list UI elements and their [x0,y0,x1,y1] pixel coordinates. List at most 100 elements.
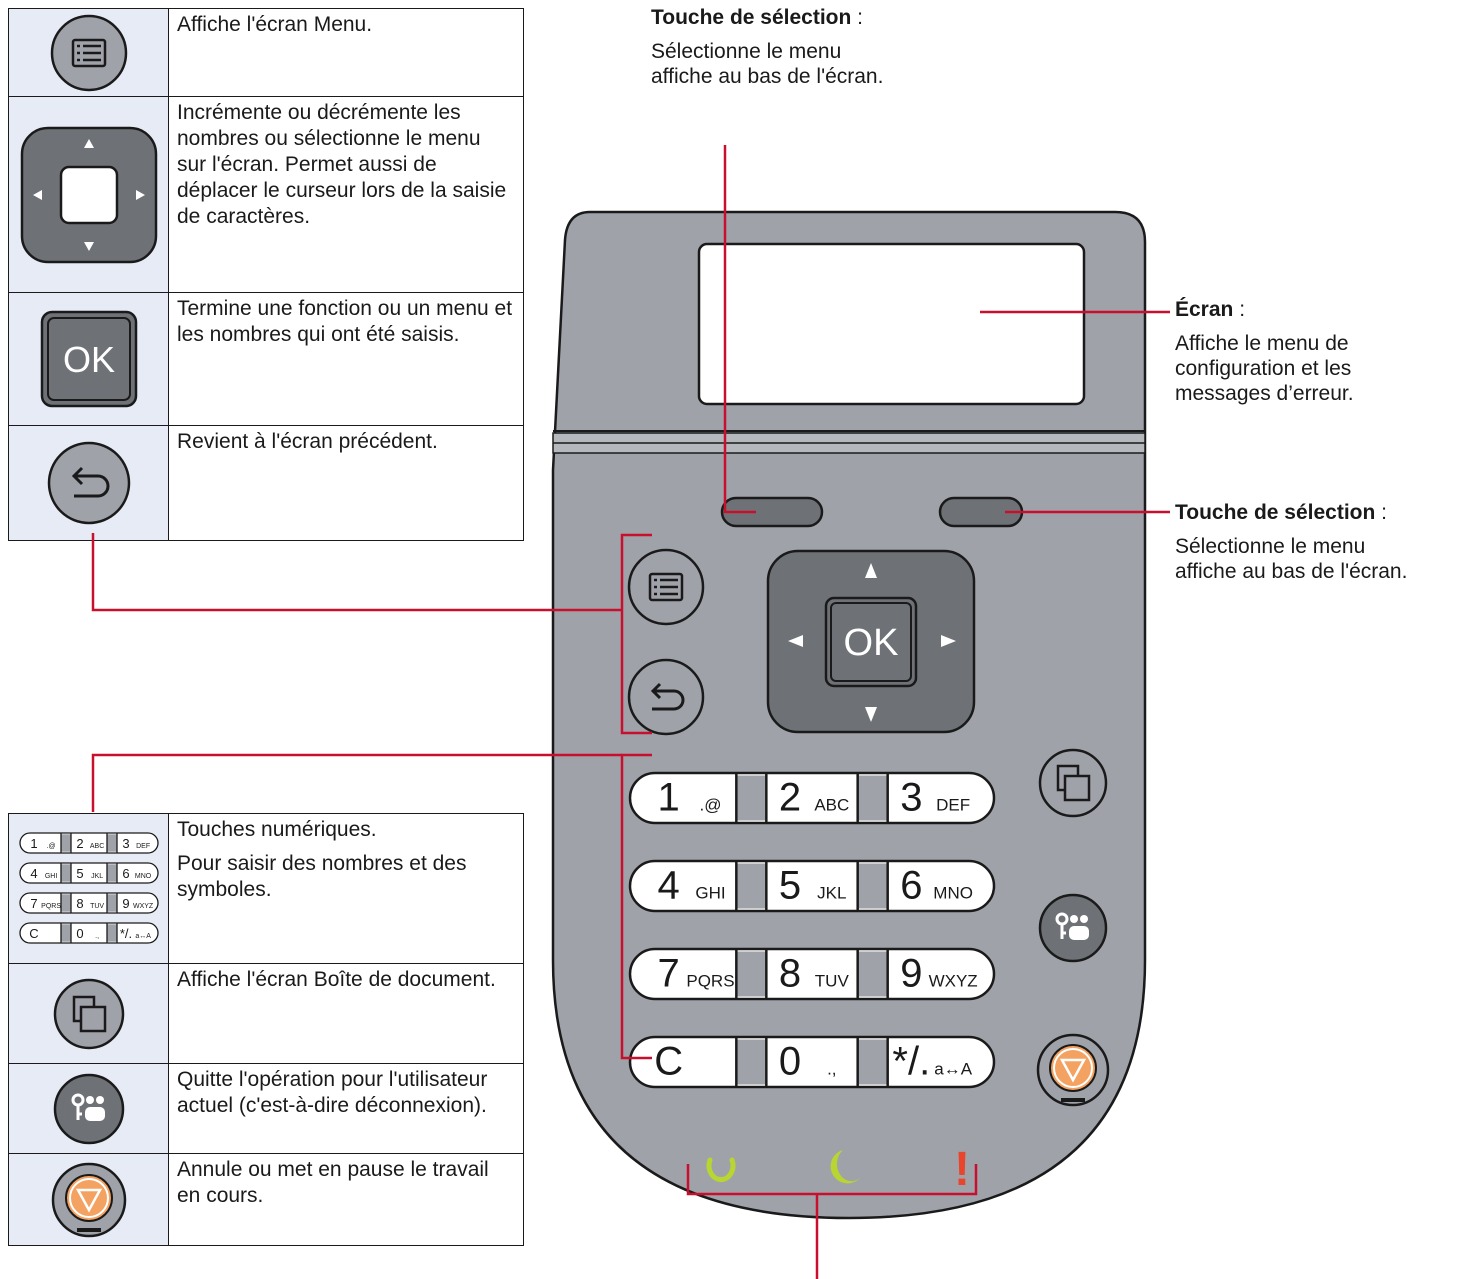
ok-key: OK [824,596,918,688]
keypad-desc: Pour saisir des nombres et des symboles. [177,852,467,901]
keypad-divider [60,923,71,942]
svg-text:TUV: TUV [90,903,104,910]
svg-text:DEF: DEF [136,843,150,850]
svg-text:.,: ., [827,1060,836,1079]
table-row-icon-cell [8,425,169,541]
callout-screen: Écran : Affiche le menu de configuration… [1175,298,1354,405]
table-row-text: Quitte l'opération pour l'utilisateur ac… [168,1063,524,1154]
keypad-row [628,1035,996,1089]
ok-key-icon: OK [40,310,137,408]
key-3: 4 GHI [30,866,57,881]
document-box-key-icon [53,978,124,1049]
keypad-divider [60,893,71,912]
callout-desc: messages d’erreur. [1175,382,1354,405]
key-3: 4 GHI [658,864,726,908]
panel-separator [552,432,1146,454]
table-row-text: Annule ou met en pause le travail en cou… [168,1153,524,1246]
svg-text:0: 0 [76,926,83,941]
select-key-right [938,496,1024,528]
svg-text:4: 4 [658,864,680,908]
energy-saver-indicator [830,1150,860,1184]
arrow-keys [766,549,976,734]
svg-text:C: C [654,1040,683,1084]
svg-text:5: 5 [779,864,801,908]
svg-text:3: 3 [122,836,129,851]
logout-key-icon [53,1073,124,1144]
svg-text:1: 1 [30,836,37,851]
svg-text:7: 7 [30,896,37,911]
svg-text:5: 5 [76,866,83,881]
svg-text:PQRS: PQRS [686,972,734,991]
svg-text:*/.: */. [892,1040,930,1084]
key-0: 1.@ [658,776,722,820]
callout-desc: Sélectionne le menu [1175,535,1366,558]
svg-text:7: 7 [658,952,680,996]
function-table-top: Affiche l'écran Menu. Incrémente ou décr… [8,8,524,541]
callout-title: Écran [1175,298,1234,321]
svg-text:6: 6 [122,866,129,881]
keypad-row [628,771,996,825]
select-key-left [720,496,824,528]
table-row-text: Revient à l'écran précédent. [168,425,524,541]
stop-key [1036,1033,1110,1107]
callout-select-key-top: Touche de sélection : Sélectionne le men… [651,6,884,88]
stop-key-icon [51,1162,126,1237]
keypad-divider [857,775,888,821]
callout-desc: Affiche le menu de [1175,332,1349,355]
svg-text:2: 2 [779,776,801,820]
table-row-icon-cell: OK [8,292,169,426]
svg-text:4: 4 [30,866,37,881]
svg-text:GHI: GHI [44,873,57,880]
keypad-divider [736,775,767,821]
arrow-keys-icon [20,126,157,263]
table-row-text: Affiche l'écran Boîte de document. [168,963,524,1064]
svg-text:.@: .@ [699,796,721,815]
keypad-divider [736,1039,767,1085]
keypad-row [18,831,159,854]
svg-text:.@: .@ [46,843,55,850]
svg-text:TUV: TUV [815,972,850,991]
svg-text:.,: ., [95,933,99,940]
keypad-divider [857,951,888,997]
panel-body [551,210,1147,1220]
svg-text:8: 8 [779,952,801,996]
callout-title: Touche de sélection [1175,501,1376,524]
svg-text:WXYZ: WXYZ [929,972,978,991]
key-10: 0., [779,1040,837,1084]
svg-text:a↔A: a↔A [135,933,151,940]
menu-key [627,548,705,626]
svg-text:9: 9 [122,896,129,911]
table-row-icon-cell [8,8,169,97]
svg-text:GHI: GHI [695,884,725,903]
keypad-row [18,861,159,884]
svg-text:WXYZ: WXYZ [132,903,153,910]
svg-text:ABC: ABC [814,796,849,815]
back-key [627,658,705,736]
callout-desc: configuration et les [1175,357,1352,380]
keypad-divider [736,951,767,997]
menu-key-icon [50,14,127,91]
document-box-key [1038,748,1108,818]
keypad-divider [106,863,117,882]
table-row-text: Touches numériques. Pour saisir des nomb… [168,813,524,964]
svg-text:*/.: */. [119,926,131,941]
keypad-divider [60,833,71,852]
table-row-text: Incrémente ou décrémente les nombres ou … [168,96,524,293]
svg-text:JKL: JKL [817,884,846,903]
key-2: 3 DEF [122,836,150,851]
key-9: C [654,1040,683,1084]
keypad-divider [106,923,117,942]
key-6: 7 PQRS [30,896,61,911]
key-11: */.a↔A [892,1040,972,1084]
svg-text:DEF: DEF [936,796,970,815]
key-9: C [29,926,38,941]
svg-text:PQRS: PQRS [41,903,61,910]
keypad-divider [106,833,117,852]
